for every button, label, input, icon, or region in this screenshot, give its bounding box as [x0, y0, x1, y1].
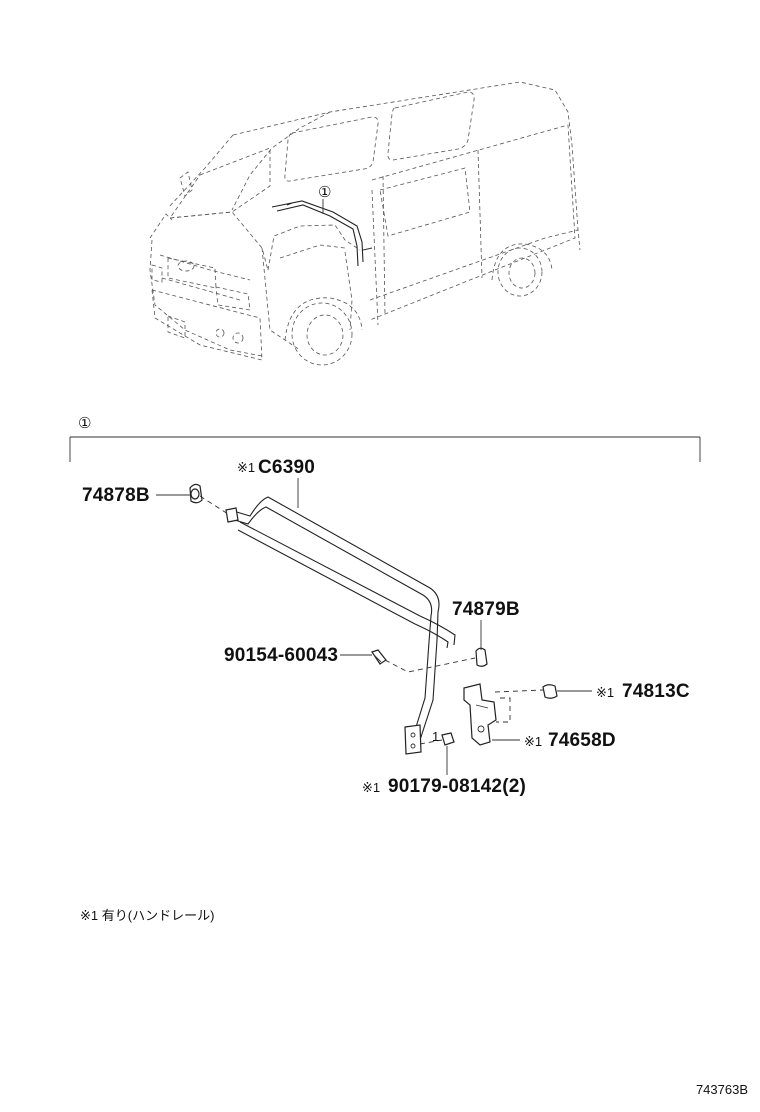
partno-74879b[interactable]: 74879B [452, 599, 520, 620]
partno-90179-08142[interactable]: 90179-08142(2) [388, 776, 526, 797]
partno-90154-60043[interactable]: 90154-60043 [224, 645, 338, 666]
section-marker: ① [78, 415, 91, 432]
footnote: ※1 有り(ハンドレール) [80, 908, 214, 923]
marker-90179-08142: ※1 [362, 780, 380, 795]
part-label-74879b[interactable]: 74879B [452, 599, 520, 620]
marker-74813c: ※1 [596, 685, 614, 700]
partno-74878b[interactable]: 74878B [82, 485, 150, 506]
part-label-90154-60043[interactable]: 90154-60043 [224, 645, 338, 666]
part-label-74658d[interactable]: ※1 74658D [524, 730, 616, 751]
van-illustration [149, 81, 581, 366]
marker-74658d: ※1 [524, 734, 542, 749]
part-label-74813c[interactable]: ※1 74813C [596, 681, 690, 702]
partno-c6390[interactable]: C6390 [258, 457, 315, 478]
handrail-assembly-drawing: 1 [156, 478, 592, 775]
figure-reference: 743763B [696, 1082, 748, 1097]
part-label-90179-08142[interactable]: ※1 90179-08142(2) [362, 776, 526, 797]
part-label-c6390[interactable]: ※1 C6390 [237, 457, 315, 478]
svg-text:1: 1 [432, 729, 439, 744]
part-label-74878b[interactable]: 74878B [82, 485, 150, 506]
section-bracket [69, 436, 701, 462]
partno-74813c[interactable]: 74813C [622, 681, 690, 702]
van-callout-marker: ① [318, 184, 331, 201]
marker-c6390: ※1 [237, 460, 255, 475]
partno-74658d[interactable]: 74658D [548, 730, 616, 751]
